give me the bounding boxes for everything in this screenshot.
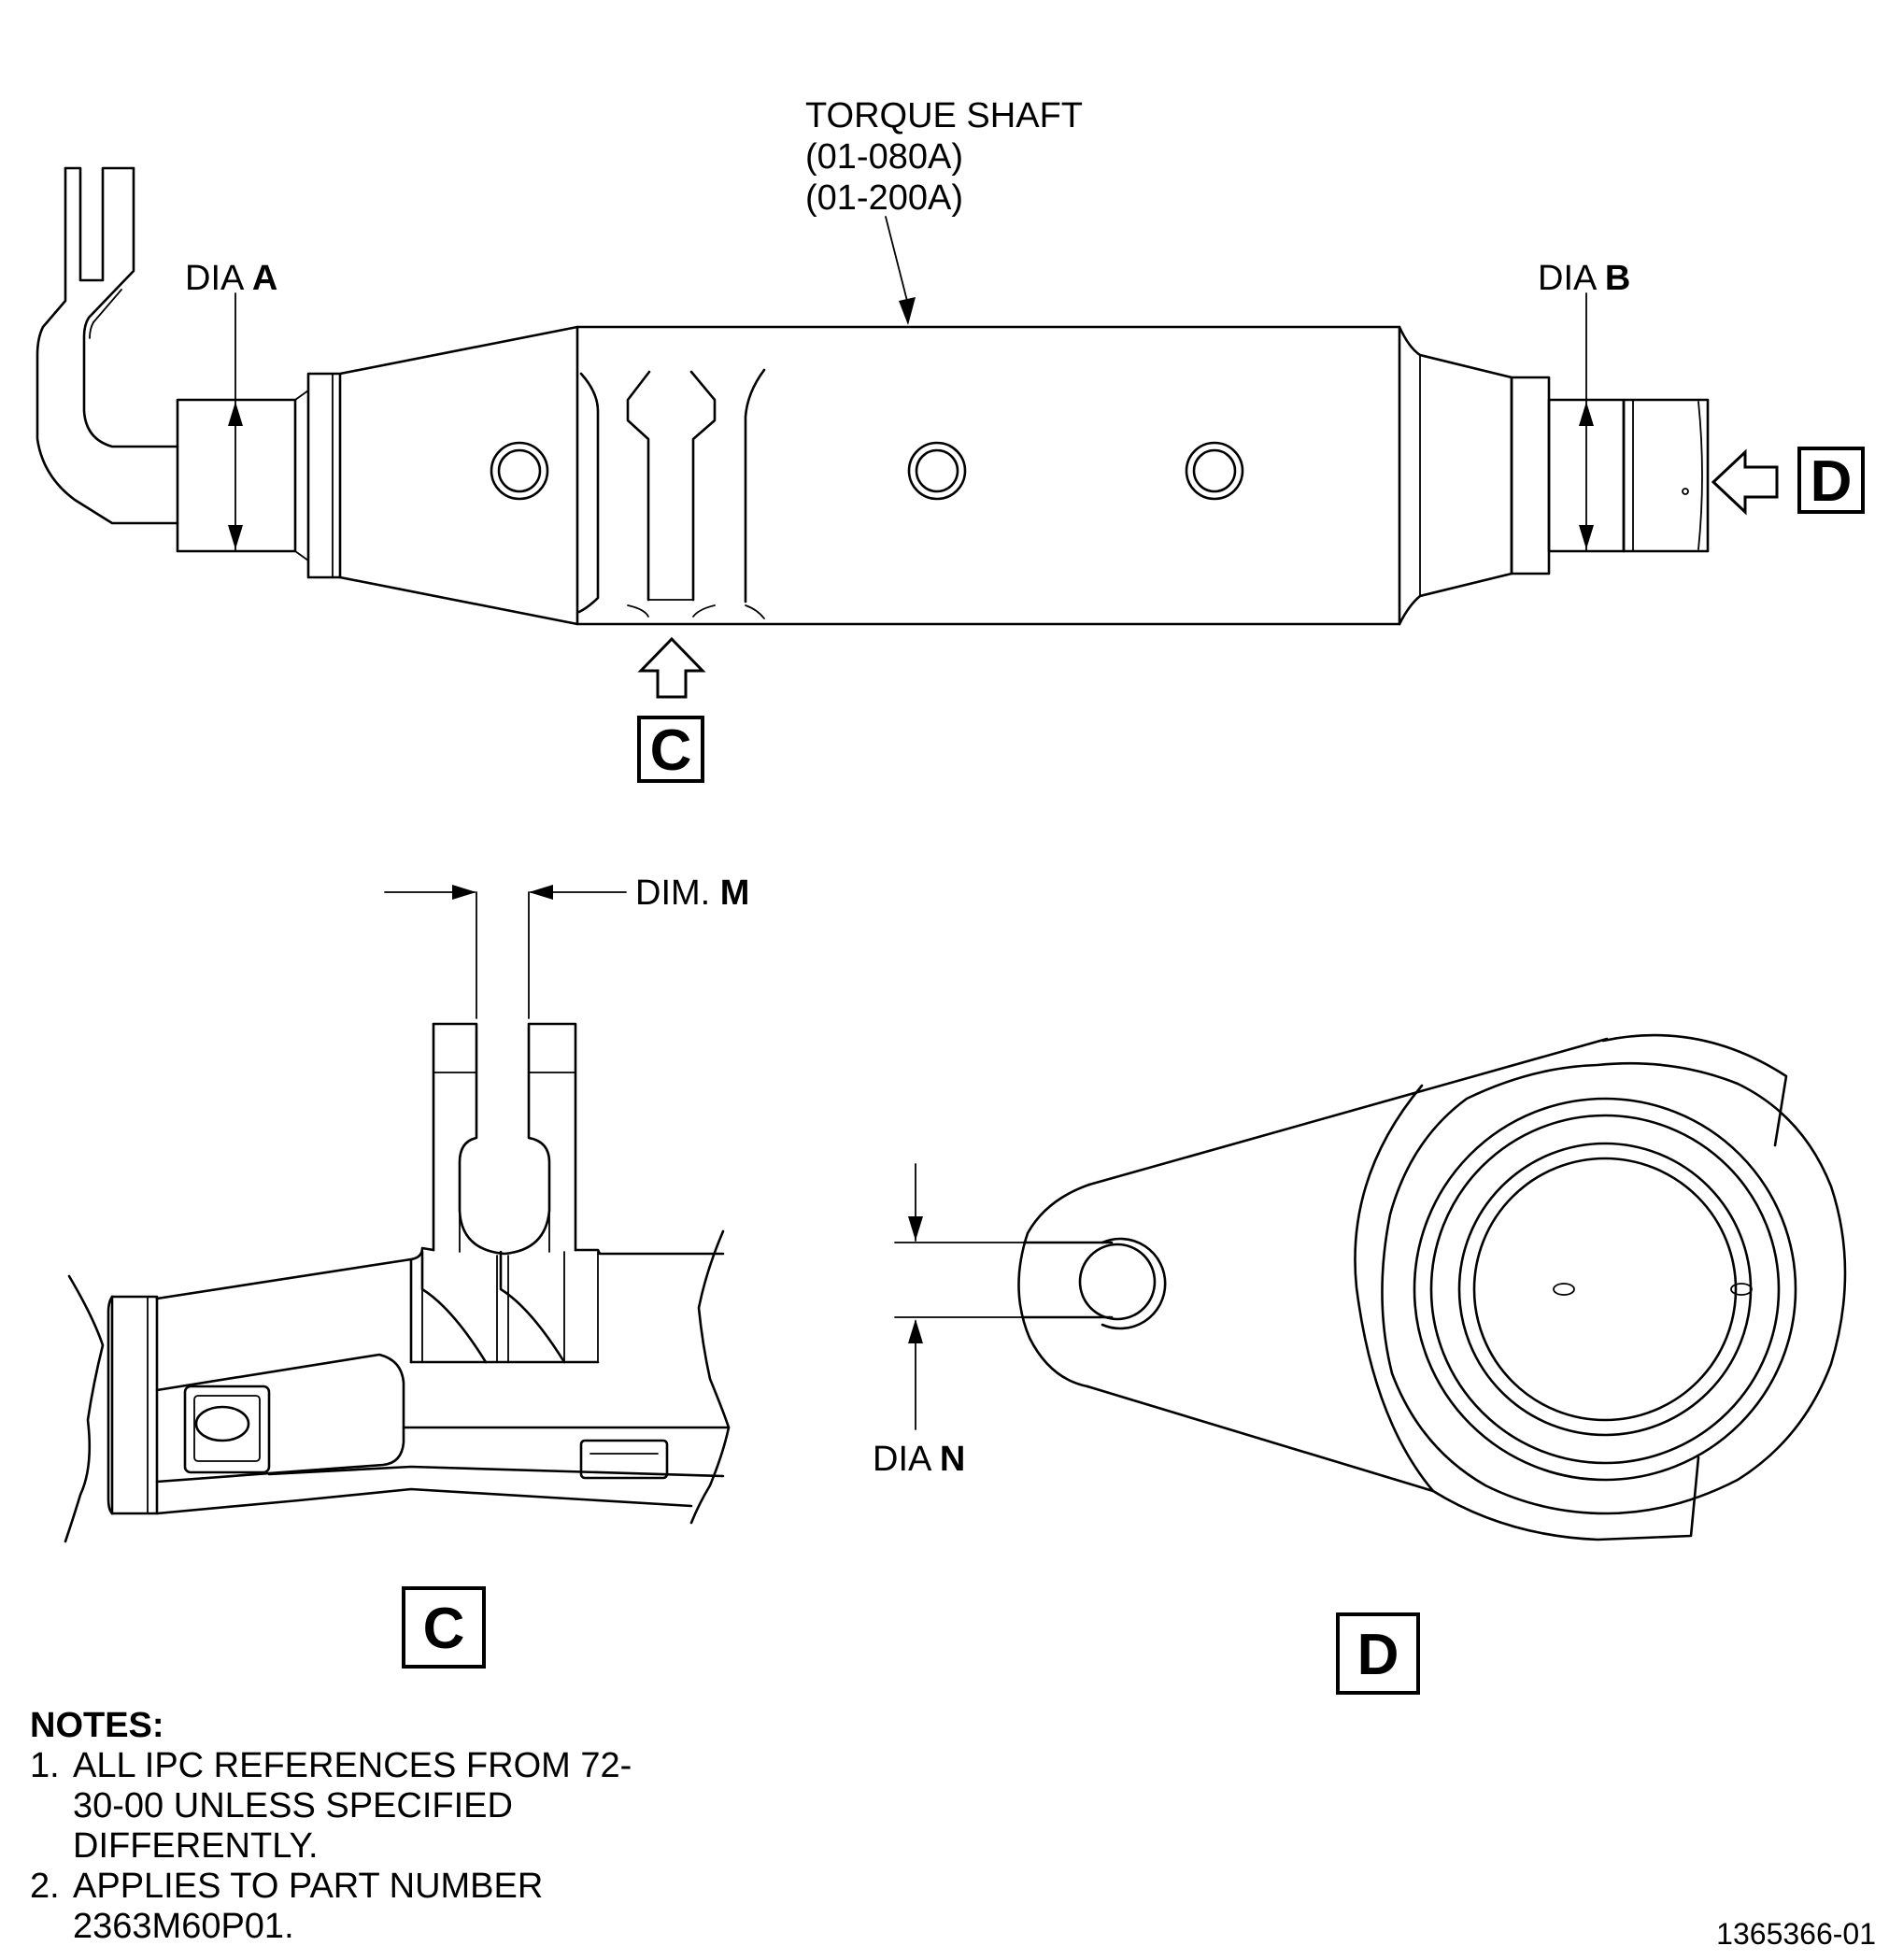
torque-shaft-main-view xyxy=(36,166,1710,626)
dia-b-label: DIA B xyxy=(1538,259,1630,298)
view-c-detail xyxy=(64,885,731,1543)
note-number: 1. xyxy=(30,1746,60,1785)
view-d-title: D xyxy=(1336,1612,1420,1695)
note-text: APPLIES TO PART NUMBER 2363M60P01. xyxy=(73,1867,544,1946)
view-d-arrow: D xyxy=(1711,447,1865,516)
note-item: 1. ALL IPC REFERENCES FROM 72-30-00 UNLE… xyxy=(30,1746,633,1867)
dia-a-dimension xyxy=(228,292,243,552)
dia-a-prefix: DIA xyxy=(185,259,245,298)
view-c-title: C xyxy=(402,1586,486,1669)
note-item: 2. APPLIES TO PART NUMBER 2363M60P01. xyxy=(30,1867,633,1947)
note-text: ALL IPC REFERENCES FROM 72-30-00 UNLESS … xyxy=(73,1746,632,1866)
dia-a-letter: A xyxy=(252,259,277,298)
view-c-arrow: C xyxy=(637,636,706,783)
dim-m-prefix: DIM. xyxy=(635,873,710,913)
dia-a-label: DIA A xyxy=(185,259,277,298)
view-d-title-letter: D xyxy=(1357,1623,1399,1687)
ref-1-label: (01-080A) xyxy=(805,137,963,177)
dim-m-label: DIM. M xyxy=(635,873,749,913)
view-c-title-letter: C xyxy=(423,1597,465,1661)
notes-block: NOTES: 1. ALL IPC REFERENCES FROM 72-30-… xyxy=(30,1706,633,1947)
note-number: 2. xyxy=(30,1867,60,1906)
view-d-tag: D xyxy=(1811,449,1853,514)
ref-2-label: (01-200A) xyxy=(805,178,963,218)
view-d-detail xyxy=(894,1033,1847,1541)
part-name-label: TORQUE SHAFT xyxy=(805,96,1083,135)
dia-b-dimension xyxy=(1579,292,1594,552)
dia-b-letter: B xyxy=(1605,259,1630,298)
dia-n-prefix: DIA xyxy=(873,1440,932,1479)
dia-b-prefix: DIA xyxy=(1538,259,1598,298)
dia-n-letter: N xyxy=(940,1440,965,1479)
dia-n-label: DIA N xyxy=(873,1440,965,1479)
figure-number: 1365366-01 xyxy=(1716,1917,1876,1951)
notes-title: NOTES: xyxy=(30,1706,164,1745)
view-c-tag: C xyxy=(650,718,692,783)
dim-m-letter: M xyxy=(720,873,750,913)
